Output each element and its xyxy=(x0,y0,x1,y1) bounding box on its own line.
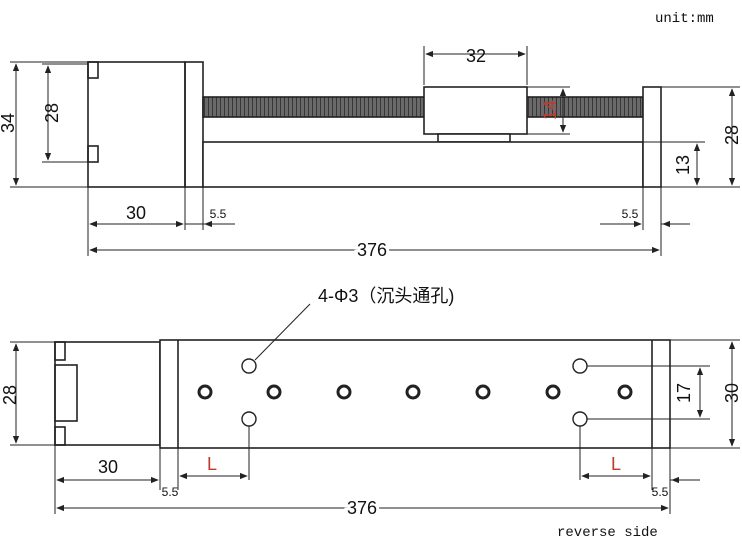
dim-motor-height: 34 xyxy=(0,113,18,133)
center-hole xyxy=(545,384,561,400)
motor-tab-bottom xyxy=(87,145,99,163)
countersunk-holes xyxy=(241,358,588,427)
dim-motor-height-bottom: 28 xyxy=(0,385,20,405)
center-hole xyxy=(405,384,421,400)
unit-label: unit:mm xyxy=(655,11,714,27)
dim-rail-height-right: 28 xyxy=(722,125,742,145)
center-hole xyxy=(475,384,491,400)
carriage-foot xyxy=(437,133,511,143)
center-hole xyxy=(266,384,282,400)
dim-motor-length-bottom: 30 xyxy=(98,457,118,477)
bottom-view xyxy=(54,339,671,449)
hole-bottom-left xyxy=(241,411,257,427)
dim-motor-flange: 28 xyxy=(42,103,62,123)
dim-total-length: 376 xyxy=(357,240,387,260)
hole-note: 4-Φ3（沉头通孔) xyxy=(318,286,454,306)
dim-base-height: 13 xyxy=(673,155,693,175)
dim-total-length-bottom: 376 xyxy=(347,498,377,518)
left-end-plate xyxy=(184,61,204,188)
motor-body-bottom xyxy=(54,341,161,446)
base-rail xyxy=(202,141,644,188)
right-end-plate xyxy=(642,86,662,188)
hole-note-leader xyxy=(254,303,311,361)
dim-carriage-width: 32 xyxy=(466,46,486,66)
top-dimension-lines xyxy=(10,46,740,256)
hole-top-right xyxy=(572,358,588,374)
carriage xyxy=(423,86,528,135)
motor-tab-top-bottom xyxy=(54,341,66,361)
center-holes xyxy=(197,384,633,400)
dim-rail-width: 30 xyxy=(722,383,742,403)
motor-connector xyxy=(54,364,78,422)
lead-screw xyxy=(202,96,644,118)
dim-end-right-bottom: 5.5 xyxy=(652,485,669,499)
dim-end-right: 5.5 xyxy=(622,207,639,221)
motor-tab-top xyxy=(87,61,99,79)
motor-tab-bottom-bottom xyxy=(54,426,66,446)
reverse-side-label: reverse side xyxy=(557,525,658,541)
bottom-dimension-lines xyxy=(10,339,740,514)
dim-end-left: 5.5 xyxy=(210,207,227,221)
dim-carriage-height: 14 xyxy=(540,100,560,120)
motor-body xyxy=(87,61,186,188)
hole-top-left xyxy=(241,358,257,374)
center-hole xyxy=(336,384,352,400)
dim-hole-spacing: 17 xyxy=(674,383,694,403)
label-L-right: L xyxy=(611,454,621,474)
hole-bottom-right xyxy=(572,411,588,427)
dim-motor-length: 30 xyxy=(126,203,146,223)
center-hole xyxy=(617,384,633,400)
dim-end-left-bottom: 5.5 xyxy=(162,485,179,499)
top-view xyxy=(87,61,662,188)
label-L-left: L xyxy=(207,454,217,474)
center-hole xyxy=(197,384,213,400)
